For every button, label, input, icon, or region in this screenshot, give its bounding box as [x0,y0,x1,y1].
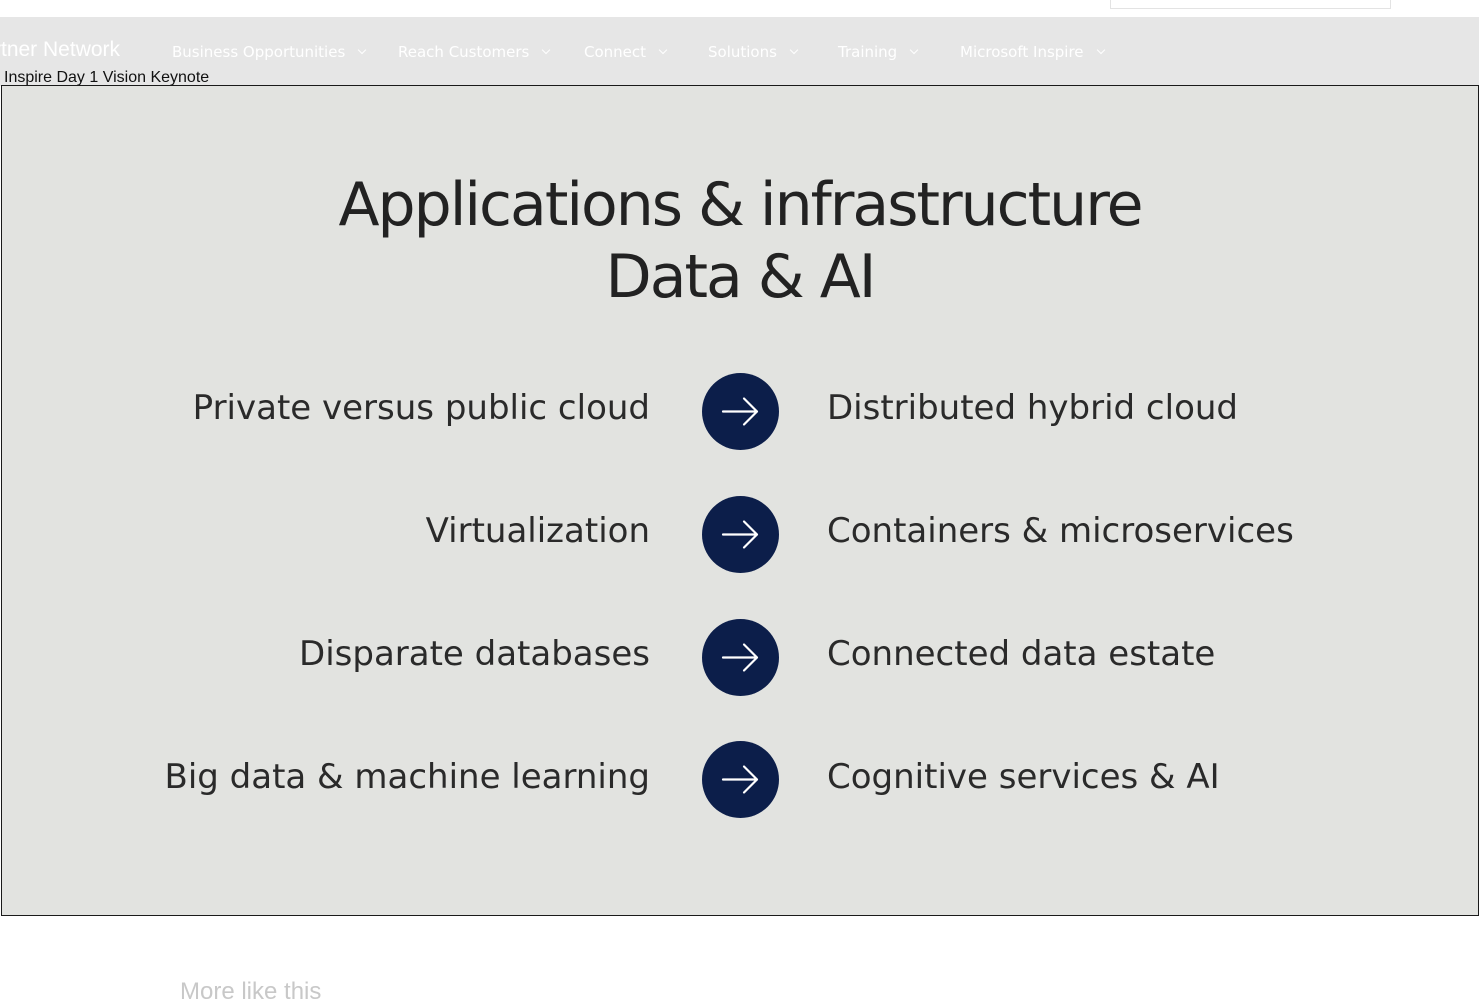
arrow-right-icon [702,741,779,818]
slide-row-to: Cognitive services & AI [827,757,1220,797]
chevron-down-icon [1096,45,1105,55]
brand-logo-text[interactable]: rtner Network [0,38,121,61]
nav-business-opportunities[interactable]: Business Opportunities [172,41,367,63]
slide-row-to: Connected data estate [827,634,1216,674]
more-like-this-heading: More like this [180,978,322,1002]
nav-reach-customers[interactable]: Reach Customers [398,41,551,63]
nav-solutions[interactable]: Solutions [708,41,799,63]
arrow-right-icon [702,373,779,450]
site-navigation: rtner Network Business Opportunities Rea… [0,17,1479,86]
slide-row-from: Disparate databases [299,634,650,674]
nav-label: Solutions [708,43,777,61]
top-strip [0,0,1479,17]
search-input[interactable] [1110,0,1391,9]
nav-label: Microsoft Inspire [960,43,1084,61]
chevron-down-icon [358,45,367,55]
nav-label: Connect [584,43,647,61]
nav-label: Training [838,43,898,61]
video-player[interactable]: Applications & infrastructure Data & AI … [1,85,1479,916]
slide-row-to: Containers & microservices [827,511,1294,551]
chevron-down-icon [789,45,799,55]
nav-connect[interactable]: Connect [584,41,668,63]
slide-title-line-2: Data & AI [605,242,877,312]
arrow-right-icon [702,619,779,696]
chevron-down-icon [909,45,919,55]
slide-row-to: Distributed hybrid cloud [827,388,1239,428]
video-title: Inspire Day 1 Vision Keynote [4,69,210,86]
slide-title-line-1: Applications & infrastructure [338,170,1144,240]
nav-training[interactable]: Training [838,41,919,63]
nav-microsoft-inspire[interactable]: Microsoft Inspire [960,41,1105,63]
nav-label: Business Opportunities [172,43,346,61]
chevron-down-icon [658,45,668,55]
slide-row-from: Big data & machine learning [164,757,651,797]
nav-label: Reach Customers [398,43,530,61]
slide-row-from: Private versus public cloud [192,388,650,428]
chevron-down-icon [542,45,551,55]
slide-row-from: Virtualization [425,511,650,551]
arrow-right-icon [702,496,779,573]
